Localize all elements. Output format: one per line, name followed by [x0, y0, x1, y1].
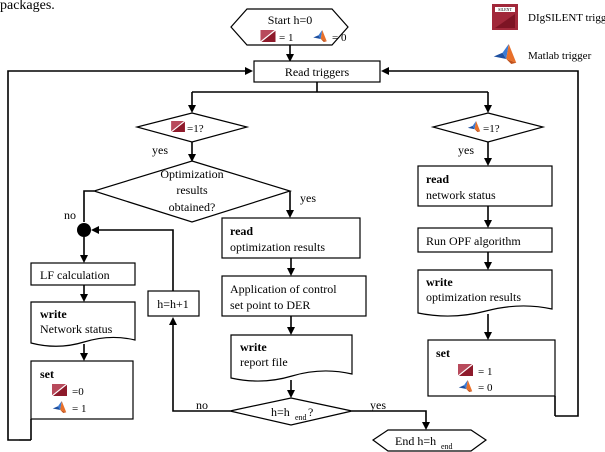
apply-control-line1: Application of control	[230, 282, 337, 296]
increment-label: h=h+1	[157, 297, 189, 311]
end-check-yes-label: yes	[370, 398, 386, 412]
apply-control-node: Application of control set point to DER	[221, 275, 367, 317]
end-check-decision: h=h end ?	[229, 397, 353, 426]
lf-calculation-label: LF calculation	[40, 268, 110, 282]
matlab-legend-label: Matlab trigger	[528, 50, 592, 62]
optimization-line1: Optimization	[160, 167, 223, 181]
end-check-sub: end	[295, 413, 307, 422]
set-left-eq-a: =0	[72, 386, 84, 398]
end-node: End h=h end	[371, 429, 488, 452]
matlab-trigger-decision: =1?	[430, 112, 546, 143]
digsilent-icon-text: SILENT	[498, 7, 512, 12]
set-right-title: set	[436, 346, 450, 360]
optimization-line3: obtained?	[169, 200, 216, 214]
end-check-rhs: ?	[308, 405, 313, 419]
read-network-body: network status	[426, 188, 496, 202]
set-left-eq-b: = 1	[72, 403, 86, 415]
run-opf-label: Run OPF algorithm	[426, 234, 521, 248]
end-sub: end	[441, 442, 453, 451]
write-opt-body: optimization results	[426, 290, 521, 304]
set-right-eq-b: = 0	[478, 382, 493, 394]
optimization-decision: Optimization results obtained?	[91, 160, 293, 223]
digsilent-icon	[52, 384, 67, 396]
top-fragment-text: packages.	[0, 0, 55, 13]
write-optimization-node: write optimization results	[417, 269, 553, 317]
read-opt-title: read	[230, 224, 253, 238]
end-check-lhs: h=h	[271, 405, 290, 419]
optimization-yes-label: yes	[300, 191, 316, 205]
run-opf-node: Run OPF algorithm	[417, 227, 553, 253]
read-triggers-node: Read triggers	[253, 60, 381, 83]
optimization-line2: results	[176, 183, 208, 197]
digsilent-legend-icon: SILENT	[492, 4, 518, 30]
set-right-node: set = 1 = 0	[427, 339, 556, 397]
start-digsilent-eq: = 1	[279, 32, 293, 44]
write-report-body: report file	[240, 355, 288, 369]
write-network-status-node: write Network status	[30, 301, 136, 347]
right-decision-label: =1?	[483, 123, 500, 135]
matlab-legend-icon	[493, 44, 517, 64]
digsilent-legend-label: DIgSILENT trigger	[528, 12, 605, 24]
read-network-node: read network status	[417, 165, 553, 207]
read-network-title: read	[426, 172, 449, 186]
digsilent-icon	[458, 364, 473, 376]
increment-node: h=h+1	[147, 290, 200, 317]
end-check-no-label: no	[196, 398, 208, 412]
read-triggers-label: Read triggers	[285, 65, 350, 79]
start-matlab-eq: = 0	[332, 32, 347, 44]
merge-junction	[77, 223, 91, 237]
left-yes-label: yes	[152, 143, 168, 157]
digsilent-trigger-decision: =1?	[134, 112, 250, 143]
write-opt-title: write	[426, 275, 453, 289]
write-report-title: write	[240, 340, 267, 354]
read-optimization-node: read optimization results	[221, 217, 361, 259]
write-network-title: write	[40, 307, 67, 321]
digsilent-icon	[260, 30, 276, 42]
lf-calculation-node: LF calculation	[30, 262, 136, 286]
start-node: Start h=0 = 1 = 0	[230, 8, 349, 46]
set-right-eq-a: = 1	[478, 366, 492, 378]
digsilent-icon	[171, 121, 185, 132]
read-opt-body: optimization results	[230, 240, 325, 254]
legend: SILENT DIgSILENT trigger Matlab trigger	[492, 4, 605, 64]
write-report-node: write report file	[230, 334, 353, 382]
apply-control-line2: set point to DER	[230, 298, 310, 312]
right-yes-label: yes	[458, 143, 474, 157]
left-decision-label: =1?	[187, 123, 204, 135]
optimization-no-label: no	[64, 208, 76, 222]
start-label: Start h=0	[268, 13, 312, 27]
set-left-node: set =0 = 1	[30, 360, 134, 420]
end-label: End h=h	[395, 434, 436, 448]
set-left-title: set	[40, 367, 54, 381]
write-network-body: Network status	[40, 322, 113, 336]
